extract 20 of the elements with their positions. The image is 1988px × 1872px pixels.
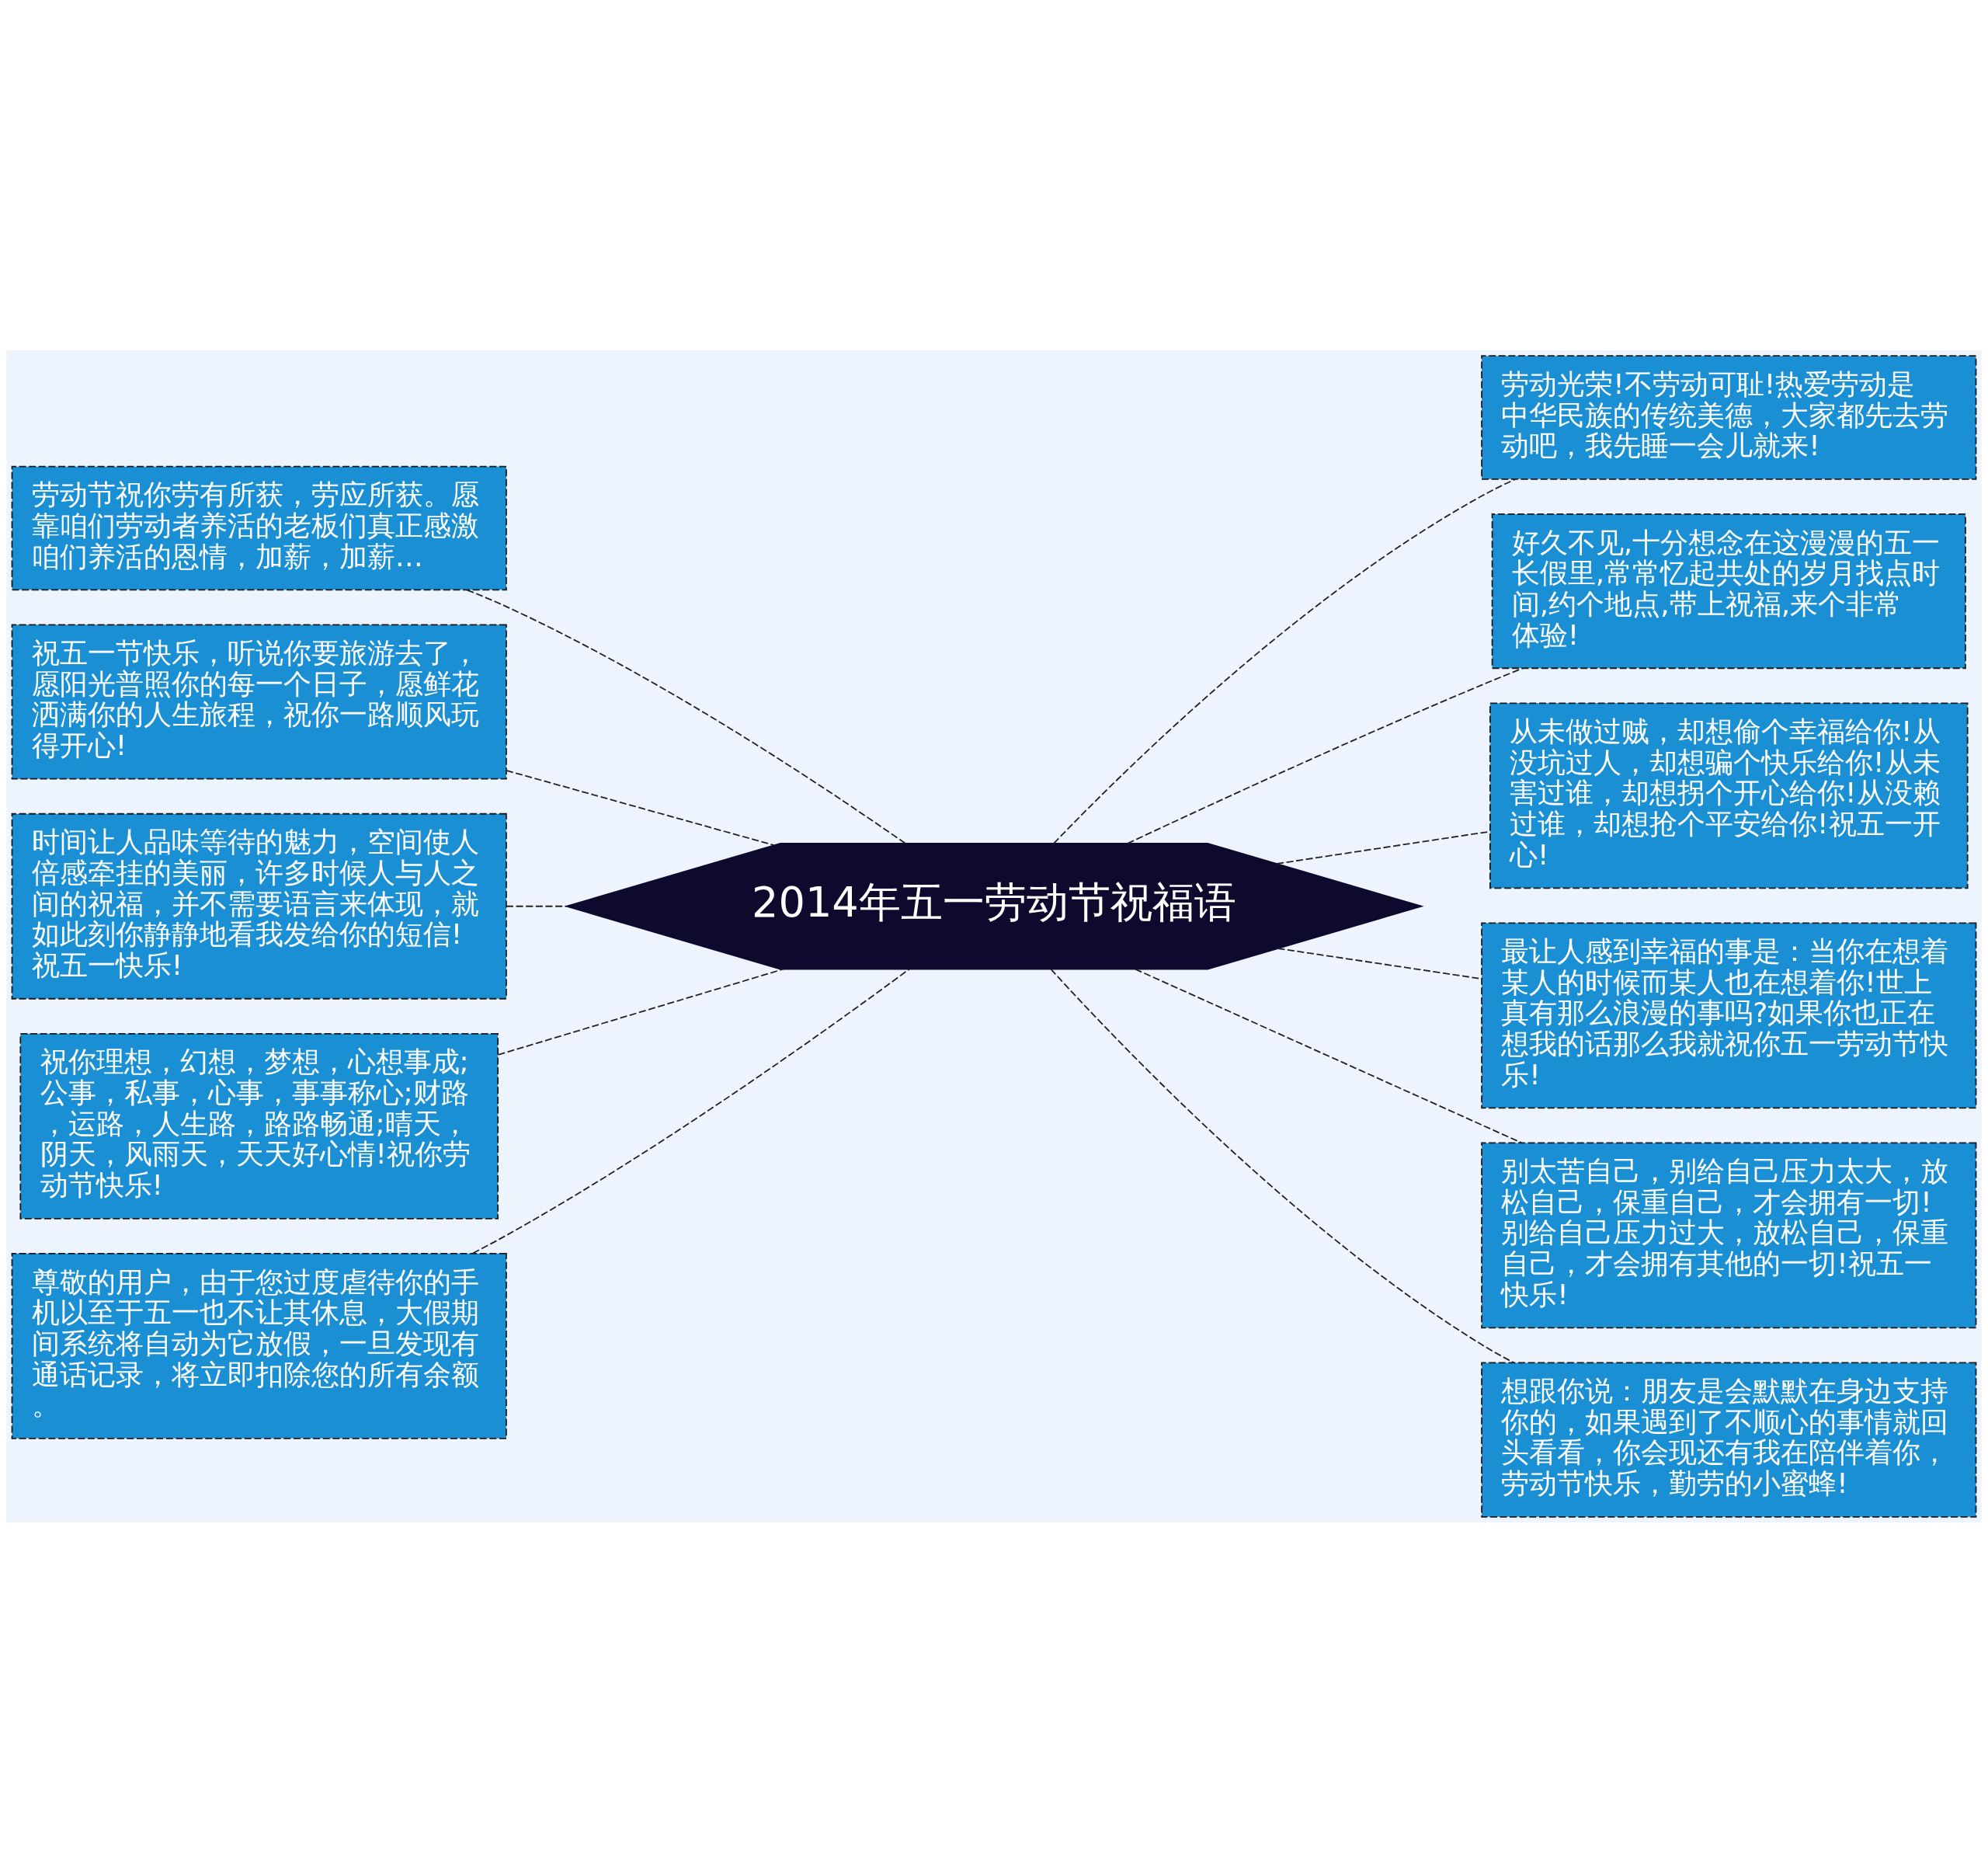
connector — [497, 968, 784, 1056]
connector — [471, 968, 910, 1254]
node-box: 最让人感到幸福的事是：当你在想着某人的时候而某人也在想着你!世上真有那么浪漫的事吗?如果你也正在想我的话那么我就祝你五一劳动节快乐! — [1481, 921, 1977, 1108]
connector — [1127, 667, 1524, 844]
connector — [1053, 478, 1517, 844]
connector — [466, 589, 906, 844]
connector — [506, 769, 775, 846]
node-box: 劳动光荣!不劳动可耻!热爱劳动是中华民族的传统美德，大家都先去劳动吧，我先睡一会儿就来! — [1481, 354, 1977, 480]
node-box: 劳动节祝你劳有所获，劳应所获。愿靠咱们劳动者养活的老板们真正感激咱们养活的恩情，加薪，加薪… — [11, 465, 507, 590]
node-box: 祝你理想，幻想，梦想，心想事成;公事，私事，心事，事事称心;财路，运路，人生路，路路畅通;晴天，阴天，风雨天，天天好心情!祝你劳动节快乐! — [19, 1032, 499, 1220]
node-box: 时间让人品味等待的魅力，空间使人倍感牵挂的美丽，许多时候人与人之间的祝福，并不需要语言来体现，就如此刻你静静地看我发给你的短信!祝五一快乐! — [11, 812, 507, 1000]
node-box: 想跟你说：朋友是会默默在身边支持你的，如果遇到了不顺心的事情就回头看看，你会现还有我在陪伴着你，劳动节快乐，勤劳的小蜜蜂! — [1481, 1362, 1977, 1518]
node-box: 从未做过贼，却想偷个幸福给你!从没坑过人，却想骗个快乐给你!从未害过谁，却想拐个开心给你!从没赖过谁，却想抢个平安给你!祝五一开心! — [1489, 701, 1969, 889]
connector — [1050, 968, 1515, 1363]
connector — [1135, 968, 1523, 1143]
node-box: 祝五一节快乐，听说你要旅游去了，愿阳光普照你的每一个日子，愿鲜花洒满你的人生旅程，祝你一路顺风玩得开心! — [11, 623, 507, 780]
node-box: 尊敬的用户，由于您过度虐待你的手机以至于五一也不让其休息，大假期间系统将自动为它放假，一旦发现有通话记录，将立即扣除您的所有余额。 — [11, 1252, 507, 1439]
node-box: 别太苦自己，别给自己压力太大，放松自己，保重自己，才会拥有一切!别给自己压力过大，放松自己，保重自己，才会拥有其他的一切!祝五一快乐! — [1481, 1142, 1977, 1328]
connector — [506, 905, 567, 907]
node-box: 好久不见,十分想念在这漫漫的五一长假里,常常忆起共处的岁月找点时间,约个地点,带上祝福,来个非常体验! — [1491, 513, 1966, 669]
